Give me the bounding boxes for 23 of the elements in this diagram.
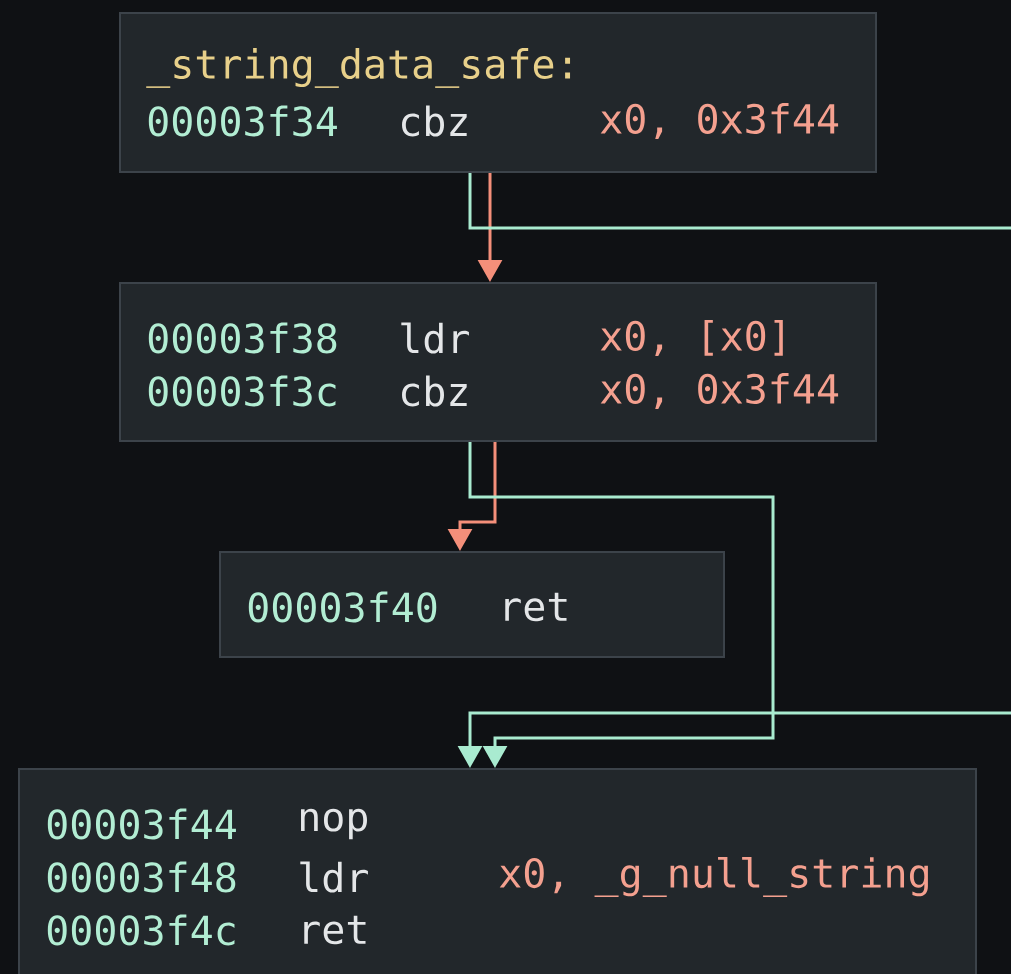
address-text: 00003f38 — [148, 322, 337, 354]
mnemonic-text: cbz — [402, 105, 467, 137]
address-text: 00003f4c — [47, 914, 235, 946]
mnemonic-text: ret — [304, 915, 366, 945]
operand-text: x0, _g_null_string — [499, 857, 928, 897]
mnemonic-text: ldr — [300, 861, 368, 893]
mnemonic-text: nop — [301, 808, 367, 840]
function-label: _string_data_safe: — [146, 48, 571, 88]
code-block — [219, 551, 725, 658]
address-text: 00003f3c — [148, 375, 336, 407]
operand-text: x0, 0x3f44 — [600, 103, 839, 139]
mnemonic-text: cbz — [402, 375, 467, 407]
code-block — [119, 282, 877, 442]
code-block — [18, 768, 977, 974]
code-block — [119, 12, 877, 173]
address-text: 00003f34 — [148, 105, 337, 137]
operand-text: x0, [x0] — [600, 320, 783, 356]
mnemonic-text: ldr — [401, 322, 469, 354]
address-text: 00003f44 — [47, 808, 236, 840]
operand-text: x0, 0x3f44 — [600, 373, 839, 409]
mnemonic-text: ret — [505, 592, 567, 622]
address-text: 00003f48 — [47, 861, 236, 893]
address-text: 00003f40 — [248, 591, 437, 623]
